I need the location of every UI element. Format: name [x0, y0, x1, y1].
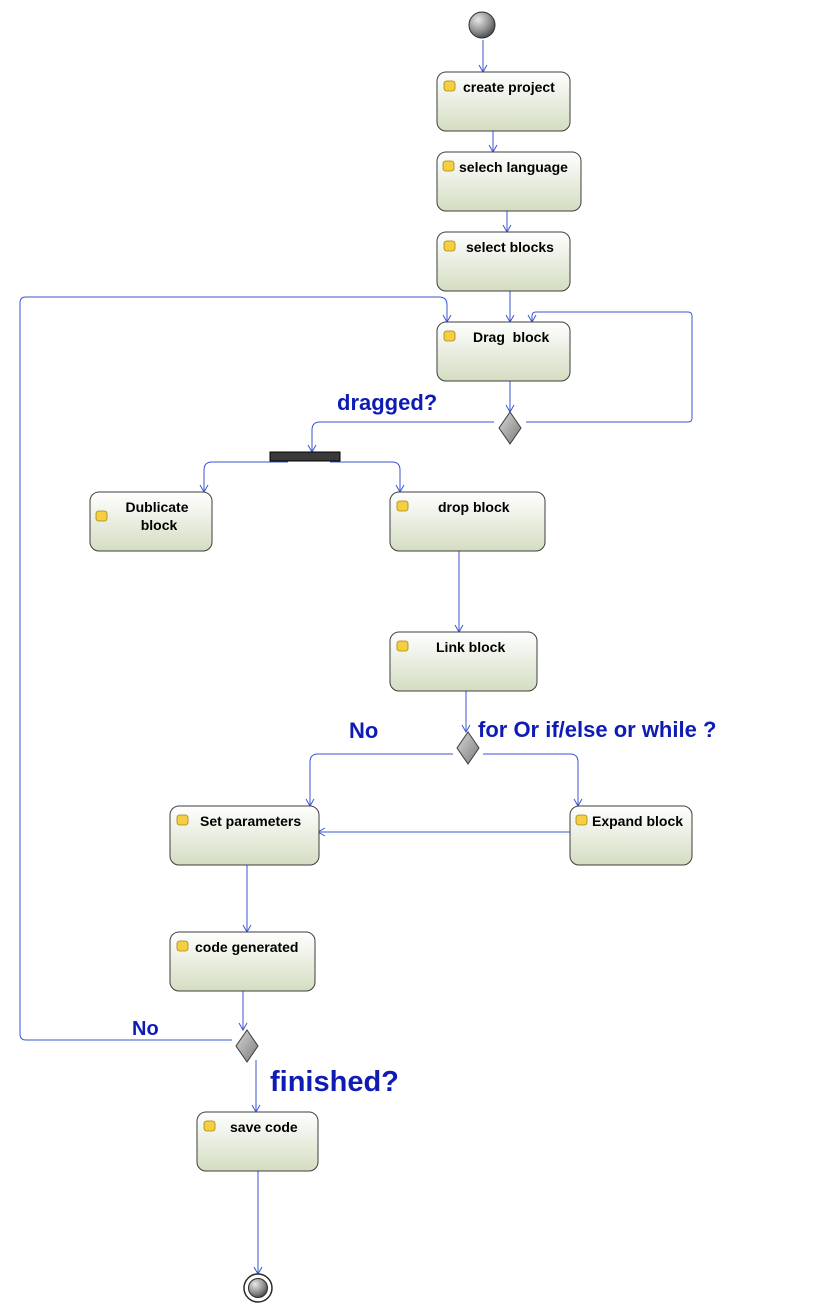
action-icon: [396, 500, 409, 512]
edge-fork-to-duplicate: [203, 461, 288, 492]
edge-fork-to-drop: [330, 461, 401, 492]
action-label-select-blocks: select blocks: [466, 239, 554, 255]
action-icon: [95, 510, 108, 522]
action-label-save-code: save code: [230, 1119, 298, 1135]
edge-decision-no-loop-back: [19, 296, 448, 1041]
action-drag-block: Drag block: [436, 321, 571, 382]
action-icon: [396, 640, 409, 652]
action-icon: [443, 80, 456, 92]
action-icon: [203, 1120, 216, 1132]
decision-diamond-dragged: [498, 411, 522, 445]
action-select-blocks: select blocks: [436, 231, 571, 292]
action-label-duplicate-line1: Dublicate: [125, 499, 188, 515]
guard-loop-question: for Or if/else or while ?: [478, 717, 716, 742]
action-label-link-block: Link block: [436, 639, 505, 655]
control-flow-edges: [19, 40, 693, 1274]
action-create-project: create project: [436, 71, 571, 132]
arrowhead: [461, 724, 471, 734]
guard-finished: finished?: [270, 1066, 399, 1098]
initial-node: [468, 11, 496, 39]
action-icon: [176, 940, 189, 952]
guard-no-finished: No: [132, 1018, 159, 1040]
edge-decision-to-expand: [483, 753, 579, 806]
action-icon: [442, 160, 455, 172]
action-duplicate-block: Dublicate block: [89, 491, 213, 552]
action-label-expand-block: Expand block: [592, 813, 683, 829]
action-icon: [575, 814, 588, 826]
edge-decision-to-fork: [311, 421, 494, 452]
action-icon: [176, 814, 189, 826]
fork-bar: [269, 451, 341, 462]
action-label-code-generated: code generated: [195, 939, 298, 955]
action-select-language: selech language: [436, 151, 582, 212]
action-label-create-project: create project: [463, 79, 555, 95]
edge-drag-self-loop: [526, 311, 693, 423]
edge-decision-to-set-parameters: [309, 753, 453, 806]
action-expand-block: Expand block: [569, 805, 693, 866]
action-drop-block: drop block: [389, 491, 546, 552]
guard-dragged: dragged?: [337, 390, 437, 415]
arrowhead: [238, 1022, 248, 1032]
action-label-drag-block: Drag block: [473, 329, 549, 345]
decision-diamond-finished: [235, 1029, 259, 1063]
decision-diamond-loop-type: [456, 731, 480, 765]
action-code-generated: code generated: [169, 931, 316, 992]
final-node: [243, 1273, 273, 1303]
action-label-duplicate-line2: block: [141, 517, 178, 533]
action-label-set-parameters: Set parameters: [200, 813, 301, 829]
action-save-code: save code: [196, 1111, 319, 1172]
action-icon: [443, 330, 456, 342]
action-set-parameters: Set parameters: [169, 805, 320, 866]
action-label-drop-block: drop block: [438, 499, 510, 515]
guard-no-loop-type: No: [349, 718, 378, 743]
action-label-select-language: selech language: [459, 159, 568, 175]
action-icon: [443, 240, 456, 252]
action-link-block: Link block: [389, 631, 538, 692]
